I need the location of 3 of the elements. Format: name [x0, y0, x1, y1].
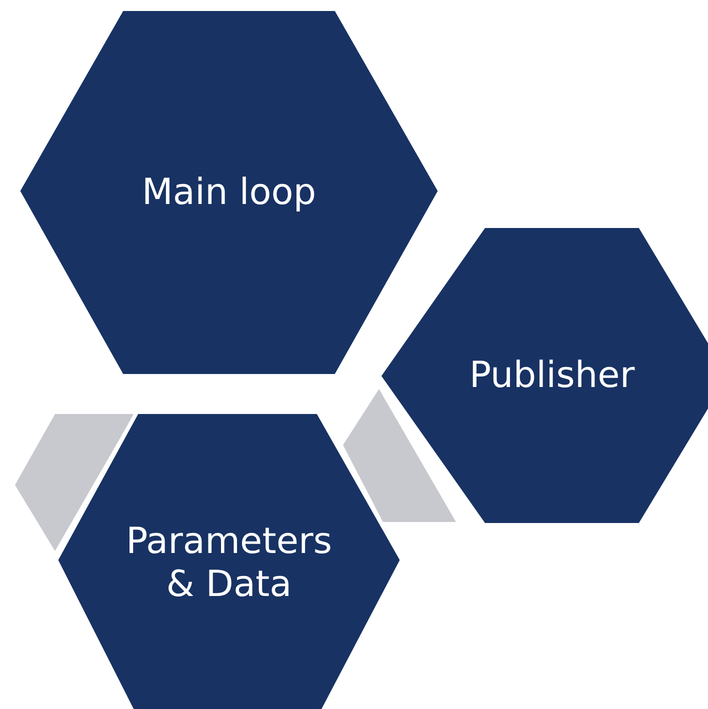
- hexagon-label: Main loop: [142, 170, 316, 214]
- hexagon-label: Publisher: [469, 354, 635, 398]
- hexagon-label: Parameters & Data: [124, 520, 334, 606]
